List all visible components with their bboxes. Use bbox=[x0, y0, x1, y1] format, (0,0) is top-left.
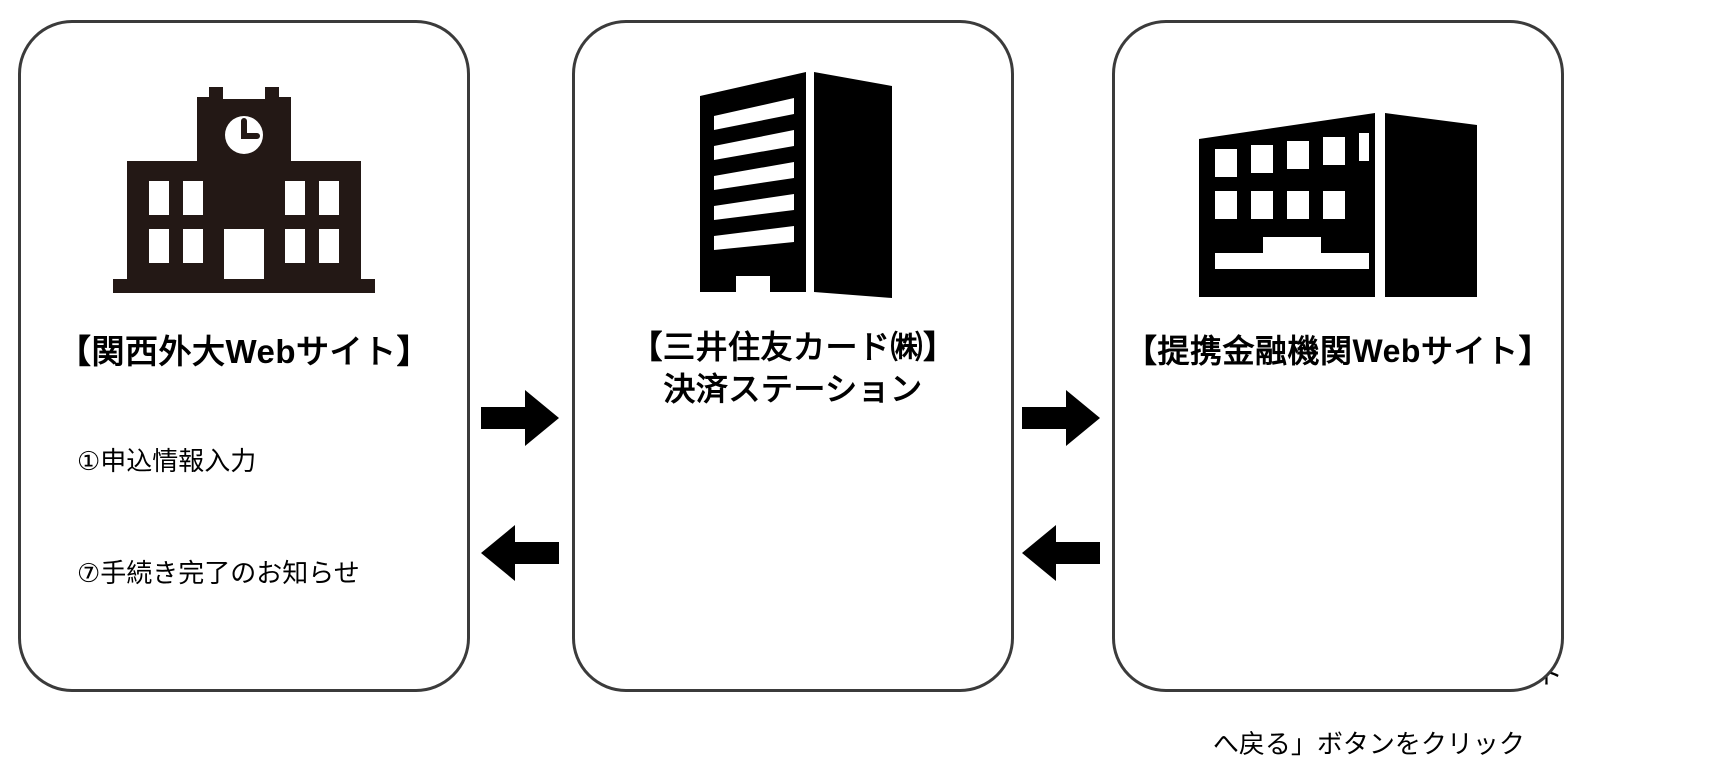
left-arrow-icon bbox=[481, 525, 559, 581]
panel-partner-bank-web: 【提携金融機関Webサイト】 ③金融機関別の 本人確認・認証 ④「収納企業へ戻る… bbox=[1112, 20, 1564, 692]
bank-building-icon bbox=[1115, 71, 1561, 301]
school-building-icon bbox=[21, 53, 467, 303]
left-arrow-icon bbox=[1022, 525, 1100, 581]
panel-1-step-7: ⑦手続き完了のお知らせ bbox=[77, 558, 360, 588]
panel-1-step-1: ①申込情報入力 bbox=[77, 446, 257, 476]
right-arrow-icon bbox=[481, 390, 559, 446]
panel-2-title: 【三井住友カード㈱】 bbox=[630, 329, 956, 365]
panel-2-title-group: 【三井住友カード㈱】 決済ステーション bbox=[575, 326, 1011, 410]
panel-1-title: 【関西外大Webサイト】 bbox=[57, 333, 431, 370]
panel-3-title: 【提携金融機関Webサイト】 bbox=[1125, 333, 1551, 369]
panel-kansai-gaidai-web: 【関西外大Webサイト】 ①申込情報入力 ⑦手続き完了のお知らせ bbox=[18, 20, 470, 692]
panel-2-step-6-line-2: へ戻る」ボタンをクリック bbox=[1212, 728, 1525, 759]
office-tower-icon bbox=[575, 47, 1011, 302]
panel-smcc-settlement-station: 【三井住友カード㈱】 決済ステーション ②金融機関の選択 口座情報の入力 ⑤申込… bbox=[572, 20, 1563, 759]
right-arrow-icon bbox=[1022, 390, 1100, 446]
panel-2-subtitle: 決済ステーション bbox=[663, 371, 923, 408]
